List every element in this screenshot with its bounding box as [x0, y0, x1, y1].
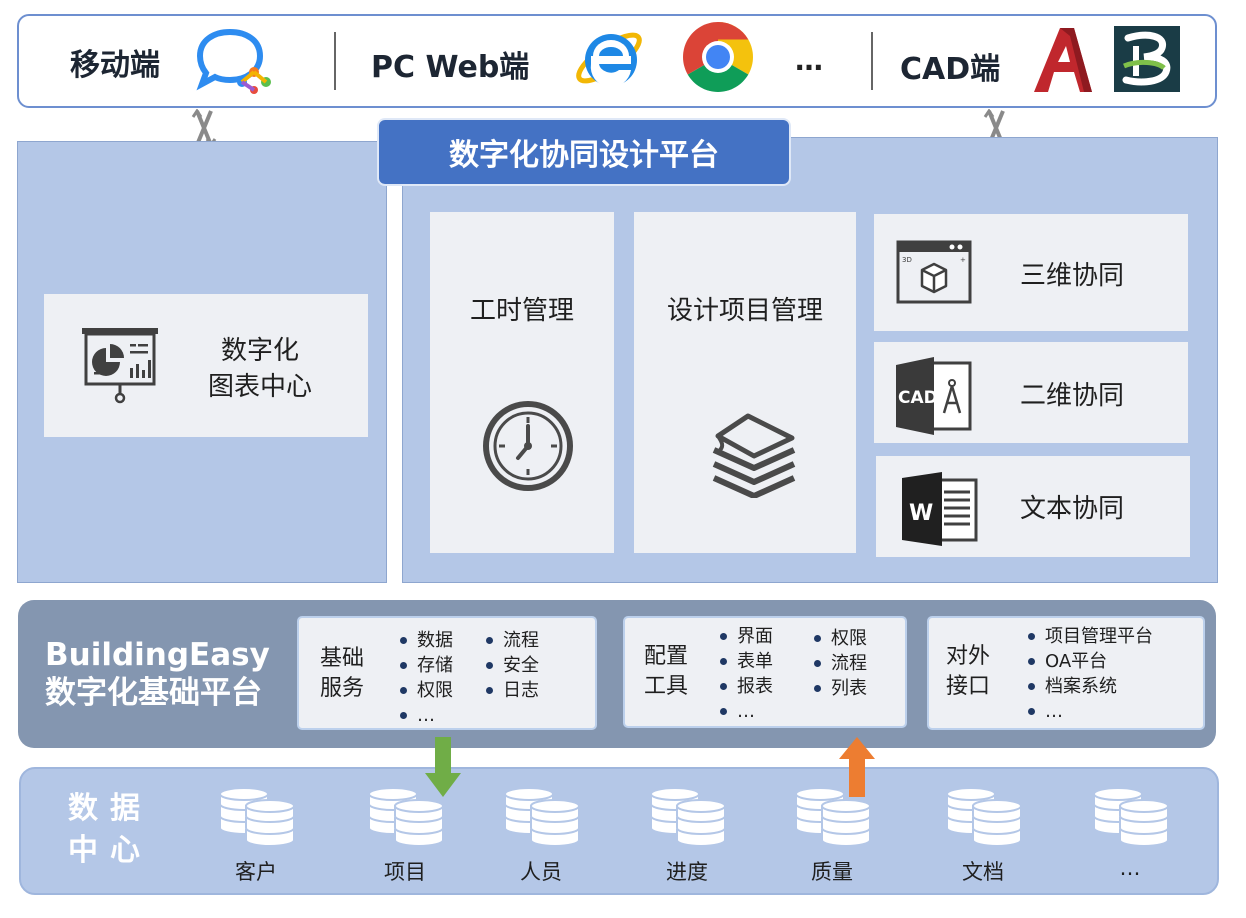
mobile-client-label: 移动端 [70, 48, 160, 83]
list-item: 安全 [486, 653, 539, 678]
more-clients-ellipsis: … [795, 44, 823, 77]
data-center-title-line2: 中心 [68, 833, 152, 868]
down-arrow-icon [425, 737, 461, 797]
client-divider [871, 32, 873, 90]
basic-services-label-line2: 服务 [320, 676, 365, 701]
data-center-title-line1: 数据 [68, 791, 152, 826]
3d-badge-text: 3D [902, 256, 912, 264]
list-item: … [720, 699, 773, 724]
cad-drawing-icon: CAD [896, 357, 972, 435]
database-icon [946, 788, 1022, 847]
cad-client-label: CAD端 [900, 52, 1001, 87]
list-item: … [1028, 699, 1153, 724]
list-item: 权限 [400, 678, 453, 703]
config-tools-label-line1: 配置 [644, 644, 689, 669]
database-label: 项目 [384, 860, 426, 884]
list-item: 界面 [720, 624, 773, 649]
up-arrow-icon [839, 737, 875, 797]
basic-services-label-line1: 基础 [320, 646, 365, 671]
pc-web-client-label: PC Web端 [371, 50, 530, 85]
database-label: … [1119, 856, 1141, 880]
database-label: 质量 [811, 860, 853, 884]
internet-explorer-icon [576, 32, 642, 88]
database-icon [650, 788, 726, 847]
collab-text-label: 文本协同 [1020, 494, 1125, 524]
clock-icon [483, 401, 573, 491]
config-tools-list-1: 界面 表单 报表 … [720, 624, 773, 724]
stacked-documents-icon [712, 413, 796, 498]
database-icon [219, 788, 295, 847]
client-divider [334, 32, 336, 90]
chrome-icon [683, 22, 753, 92]
collab-2d-label: 二维协同 [1020, 381, 1125, 411]
list-item: 数据 [400, 628, 453, 653]
svg-text:+: + [960, 256, 966, 264]
external-interfaces-label-line1: 对外 [946, 644, 991, 669]
database-label: 文档 [962, 860, 1004, 884]
database-label: 进度 [666, 860, 708, 884]
list-item: 权限 [814, 626, 867, 651]
list-item: … [400, 703, 453, 728]
database-icon [504, 788, 580, 847]
list-item: 项目管理平台 [1028, 624, 1153, 649]
list-item: 流程 [486, 628, 539, 653]
list-item: 表单 [720, 649, 773, 674]
basic-services-list-2: 流程 安全 日志 [486, 628, 539, 703]
word-document-icon: W [902, 472, 978, 546]
platform-title: 数字化协同设计平台 [377, 118, 791, 186]
list-item: OA平台 [1028, 649, 1153, 674]
work-hours-card[interactable] [430, 212, 614, 553]
list-item: 档案系统 [1028, 674, 1153, 699]
chat-app-icon [196, 28, 271, 94]
list-item: 列表 [814, 676, 867, 701]
basic-services-list-1: 数据 存储 权限 … [400, 628, 453, 728]
config-tools-list-2: 权限 流程 列表 [814, 626, 867, 701]
list-item: 报表 [720, 674, 773, 699]
project-management-label: 设计项目管理 [666, 296, 823, 326]
data-center-panel [19, 767, 1219, 895]
autocad-icon [1034, 28, 1092, 92]
foundation-title-line2: 数字化基础平台 [45, 675, 262, 711]
database-icon [1093, 788, 1169, 847]
3d-model-window-icon: 3D + [896, 240, 972, 304]
foundation-title-line1: BuildingEasy [45, 637, 270, 673]
list-item: 日志 [486, 678, 539, 703]
collab-3d-label: 三维协同 [1020, 261, 1125, 291]
database-icon [368, 788, 444, 847]
list-item: 流程 [814, 651, 867, 676]
database-label: 人员 [520, 860, 562, 884]
list-item: 存储 [400, 653, 453, 678]
database-icon [795, 788, 871, 847]
word-badge-text: W [909, 501, 933, 526]
external-interfaces-label-line2: 接口 [946, 674, 991, 699]
work-hours-label: 工时管理 [469, 296, 574, 326]
cad-badge-text: CAD [898, 388, 938, 408]
presentation-chart-icon [82, 328, 158, 404]
config-tools-label-line2: 工具 [644, 674, 689, 699]
chart-center-line1: 数字化 [220, 336, 299, 366]
chart-center-line2: 图表中心 [207, 372, 312, 402]
bim-software-icon [1114, 26, 1180, 92]
external-interfaces-list: 项目管理平台 OA平台 档案系统 … [1028, 624, 1153, 724]
project-management-card[interactable] [634, 212, 856, 553]
database-label: 客户 [235, 860, 277, 884]
